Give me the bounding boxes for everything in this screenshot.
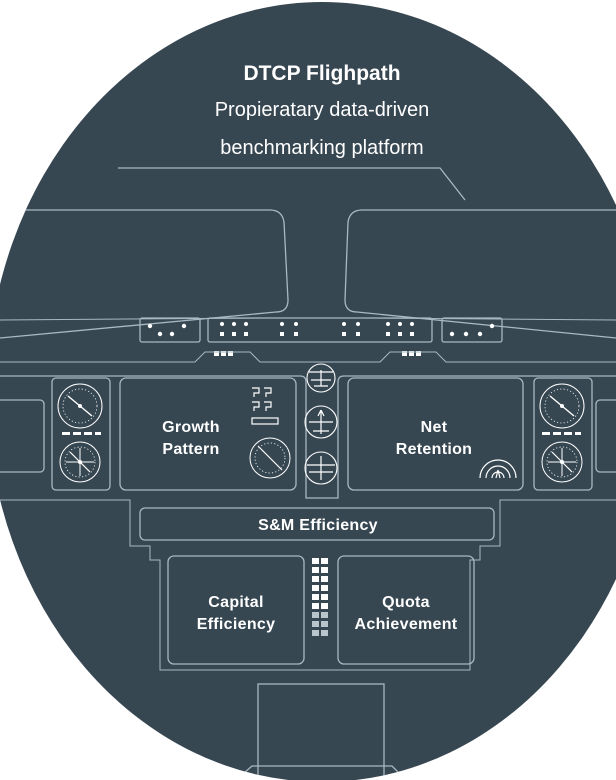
attitude-indicator-icon — [306, 363, 336, 393]
right-gauge-cluster — [533, 377, 593, 491]
heading-indicator-icon — [304, 451, 338, 485]
left-side-screen — [0, 399, 45, 473]
dashboard-outline — [0, 375, 616, 499]
dashboard-lower-outline — [0, 499, 616, 671]
growth-pattern-label-line-2: Pattern — [162, 441, 219, 458]
growth-pattern-label-line-1: Growth — [162, 419, 220, 436]
left-gauge-cluster — [51, 377, 111, 491]
switch-panel — [0, 317, 616, 363]
net-retention-label-line-1: Net — [421, 419, 448, 436]
airplane-icon — [304, 405, 338, 439]
sm-efficiency-panel — [139, 507, 495, 541]
growth-pattern-panel — [119, 377, 297, 491]
net-retention-label-line-2: Retention — [396, 441, 472, 458]
subtitle-line-2: benchmarking platform — [220, 137, 423, 159]
quota-achievement-label-line-2: Achievement — [355, 616, 458, 633]
sm-efficiency-label: S&M Efficiency — [258, 517, 378, 534]
capital-efficiency-label-line-2: Efficiency — [197, 616, 276, 633]
net-retention-panel — [347, 377, 524, 491]
subtitle-line-1: Propieratary data-driven — [215, 99, 430, 121]
growth-toggle-icons — [251, 387, 279, 425]
center-signal-blocks — [312, 558, 328, 636]
radar-icon — [479, 459, 517, 479]
right-side-screen — [595, 399, 616, 473]
capital-efficiency-panel — [167, 555, 305, 665]
quota-achievement-label-line-1: Quota — [382, 594, 430, 611]
growth-dial — [249, 437, 291, 479]
quota-achievement-panel — [337, 555, 475, 665]
capital-efficiency-label-line-1: Capital — [208, 594, 263, 611]
center-instruments — [304, 363, 338, 485]
title: DTCP Flighpath — [243, 62, 400, 85]
left-arrow-fragment — [0, 417, 7, 431]
